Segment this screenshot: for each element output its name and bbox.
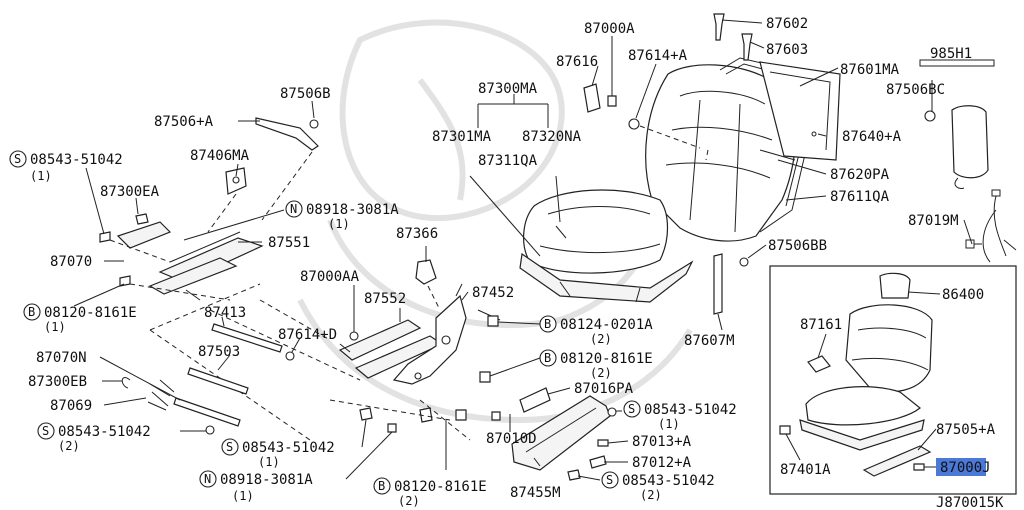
label-b08120-2: 08120-8161E	[560, 351, 653, 367]
label-s08543-2: 08543-51042	[242, 440, 335, 456]
connecting-rods	[121, 323, 295, 435]
symbol-s: S	[14, 152, 21, 166]
label-87070n: 87070N	[36, 350, 87, 366]
label-87300ea: 87300EA	[100, 184, 160, 200]
label-87301ma: 87301MA	[432, 129, 492, 145]
symbol-s: S	[226, 440, 233, 454]
left-seat-rail	[99, 117, 361, 441]
symbol-s: S	[628, 402, 635, 416]
label-87452: 87452	[472, 285, 514, 301]
label-87611qa: 87611QA	[830, 189, 890, 205]
symbol-b: B	[544, 351, 551, 365]
label-87455m: 87455M	[510, 485, 561, 501]
label-87413: 87413	[204, 305, 246, 321]
reference-symbols: S N B B B S S S S N B	[9, 150, 641, 495]
symbol-s: S	[42, 424, 49, 438]
label-87551: 87551	[268, 235, 310, 251]
label-87614d: 87614+D	[278, 327, 337, 343]
label-b08120-3-qty: (2)	[398, 494, 420, 508]
label-87300eb: 87300EB	[28, 374, 87, 390]
label-87012a: 87012+A	[632, 455, 692, 471]
leader-lines	[73, 19, 973, 481]
label-87616: 87616	[556, 54, 598, 70]
label-b08120-1-qty: (1)	[44, 320, 66, 334]
wiring-harness	[965, 189, 1017, 263]
label-87552: 87552	[364, 291, 406, 307]
symbol-b: B	[28, 305, 35, 319]
diagram-id: J870015K	[936, 495, 1004, 510]
label-87161: 87161	[800, 317, 842, 333]
label-n08918-1-qty: (1)	[328, 217, 350, 231]
label-87000j: 87000J	[940, 460, 991, 476]
label-87000aa: 87000AA	[300, 269, 360, 285]
recliner-link	[713, 253, 749, 315]
label-87614a-top: 87614+A	[628, 48, 688, 64]
side-trim-cover	[491, 387, 617, 481]
label-87320na: 87320NA	[522, 129, 582, 145]
seat-back-assembly	[583, 13, 841, 242]
label-87601ma: 87601MA	[840, 62, 900, 78]
label-s08543-1: 08543-51042	[30, 152, 123, 168]
inset-complete-seat	[769, 265, 1017, 495]
label-b08120-2-qty: (2)	[590, 366, 612, 380]
label-87506a: 87506+A	[154, 114, 214, 130]
label-b08120-3: 08120-8161E	[394, 479, 487, 495]
label-s08543-5-qty: (2)	[640, 488, 662, 502]
label-87000a: 87000A	[584, 21, 635, 37]
label-n08918-1: 08918-3081A	[306, 202, 399, 218]
label-87620pa: 87620PA	[830, 167, 890, 183]
label-87366: 87366	[396, 226, 438, 242]
label-s08543-3: 08543-51042	[58, 424, 151, 440]
label-b08124: 08124-0201A	[560, 317, 653, 333]
label-87401a: 87401A	[780, 462, 831, 478]
label-87506bc: 87506BC	[886, 82, 945, 98]
label-b08120-1: 08120-8161E	[44, 305, 137, 321]
symbol-n: N	[290, 202, 297, 216]
label-s08543-2-qty: (1)	[258, 455, 280, 469]
label-s08543-3-qty: (2)	[58, 439, 80, 453]
label-87505a: 87505+A	[936, 422, 996, 438]
seat-cushion-assembly	[519, 189, 694, 303]
label-87506bb: 87506BB	[768, 238, 827, 254]
highlighted-part-marker	[936, 458, 986, 476]
label-n08918-2: 08918-3081A	[220, 472, 313, 488]
label-n08918-2-qty: (1)	[232, 489, 254, 503]
center-seat-rail	[329, 259, 501, 441]
label-87300ma: 87300MA	[478, 81, 538, 97]
label-s08543-4: 08543-51042	[644, 402, 737, 418]
label-87602: 87602	[766, 16, 808, 32]
label-87019m: 87019M	[908, 213, 959, 229]
label-b08124-qty: (2)	[590, 332, 612, 346]
symbol-s: S	[606, 473, 613, 487]
label-87010d: 87010D	[486, 431, 537, 447]
label-87406ma: 87406MA	[190, 148, 250, 164]
label-87070: 87070	[50, 254, 92, 270]
label-87640a: 87640+A	[842, 129, 902, 145]
symbol-b: B	[544, 317, 551, 331]
label-87506b: 87506B	[280, 86, 331, 102]
label-s08543-1-qty: (1)	[30, 169, 52, 183]
part-labels: 87000A 87602 87603 87616 87614+A 87601MA…	[28, 16, 1004, 510]
label-87013a: 87013+A	[632, 434, 692, 450]
label-87503: 87503	[198, 344, 240, 360]
label-86400: 86400	[942, 287, 984, 303]
label-985h1: 985H1	[930, 46, 972, 62]
label-s08543-4-qty: (1)	[658, 417, 680, 431]
label-87603: 87603	[766, 42, 808, 58]
symbol-b: B	[378, 479, 385, 493]
label-87016pa: 87016PA	[574, 381, 634, 397]
label-87311qa: 87311QA	[478, 153, 538, 169]
label-87607m: 87607M	[684, 333, 735, 349]
label-87069: 87069	[50, 398, 92, 414]
symbol-n: N	[204, 472, 211, 486]
label-s08543-5: 08543-51042	[622, 473, 715, 489]
side-airbag-module	[919, 59, 995, 189]
